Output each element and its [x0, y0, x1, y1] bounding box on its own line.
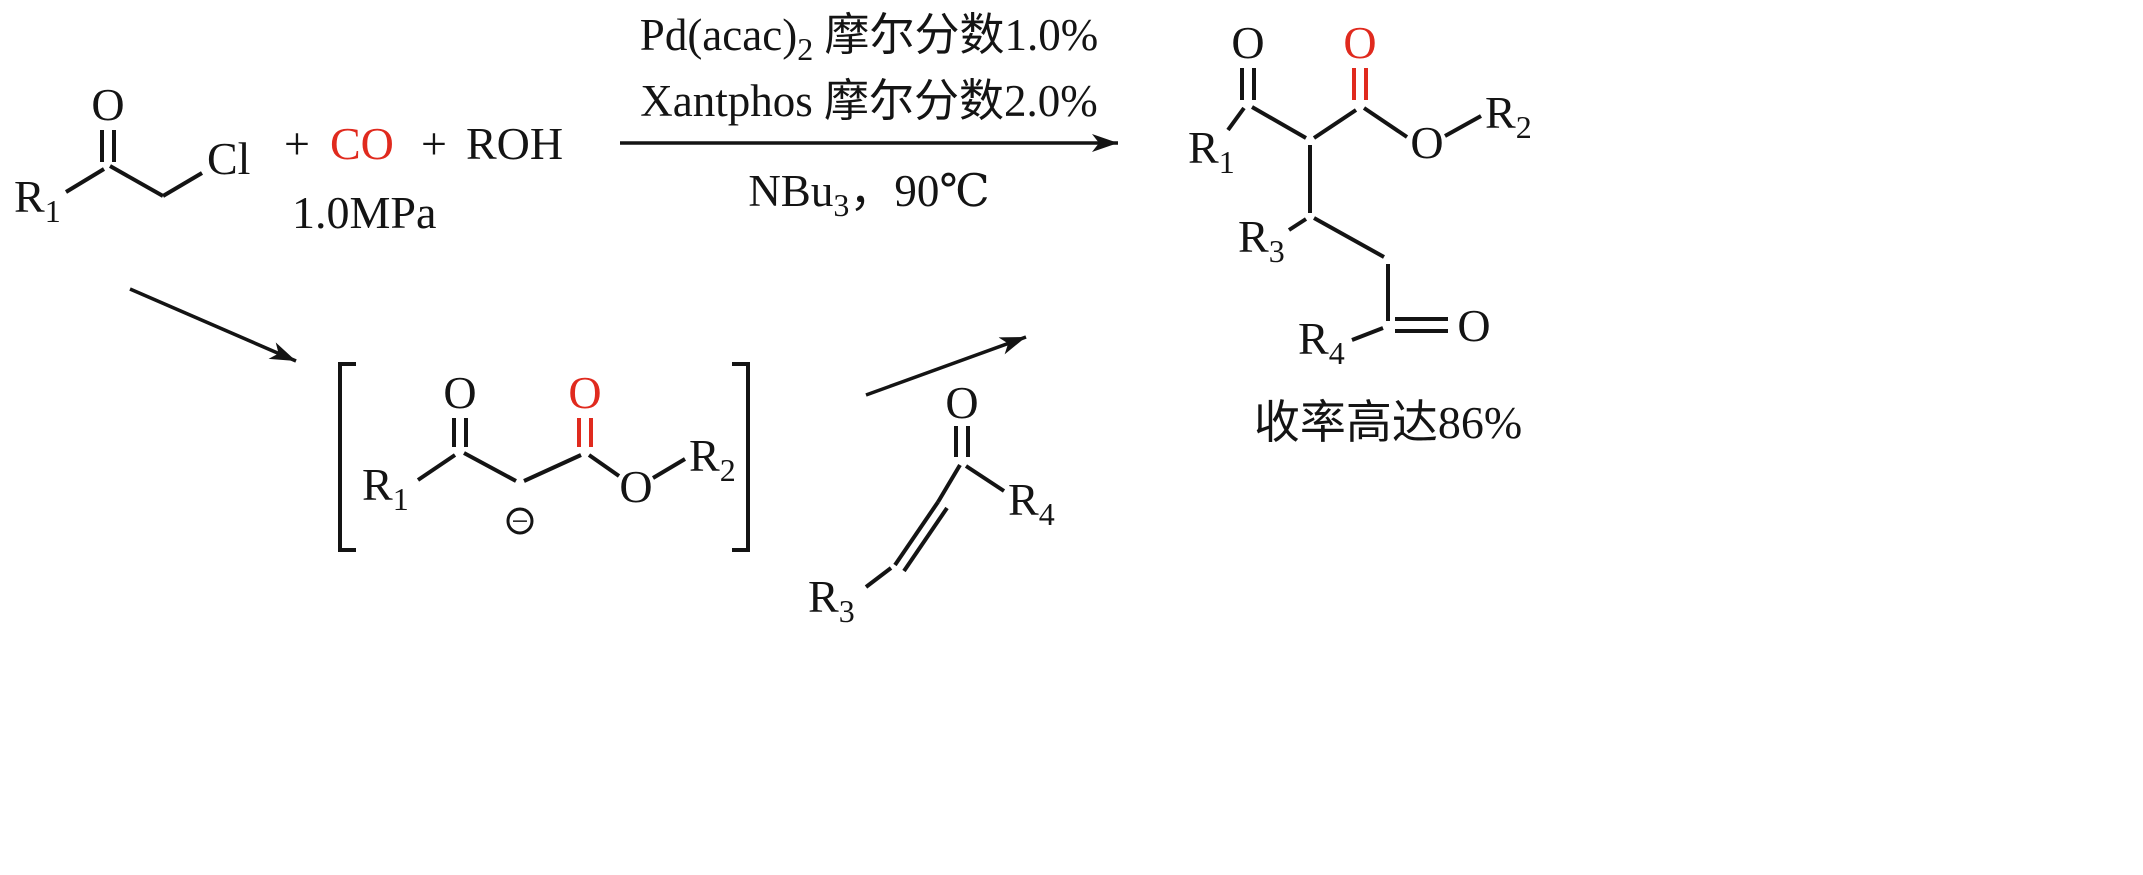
catalyst-subscript: 2 [797, 31, 813, 67]
product-structure: O O R1 O R2 R3 R4 O 收率高达86% [1188, 17, 1532, 448]
arrow-to-intermediate [129, 287, 297, 363]
carbonyl-o-label: O [945, 377, 978, 428]
bond-carbonyl-central [1251, 105, 1307, 140]
r1-base: R [362, 459, 393, 510]
chlorine-label: Cl [207, 133, 250, 184]
r4-label: R4 [1008, 474, 1055, 532]
r3-label: R3 [1238, 211, 1285, 269]
ketone-double-bond [452, 418, 468, 447]
co-label: CO [330, 118, 394, 169]
ester-carbonyl-o-label: O [568, 367, 601, 418]
ketone-double-bond [1240, 68, 1256, 100]
carbonyl-o-label: O [91, 79, 124, 130]
bond-o-r2 [651, 457, 687, 480]
r3-subscript: 3 [839, 593, 855, 629]
intermediate-enolate: − O O O R1 R2 [338, 362, 750, 552]
r3-base: R [808, 571, 839, 622]
right-bracket [732, 362, 750, 552]
bond-ch2-cl [161, 171, 204, 198]
bond-r1-carbonyl [64, 167, 106, 194]
reactant-chloroketone: O Cl R1 [14, 79, 250, 229]
ketone-o-label: O [1231, 17, 1264, 68]
bond-c3-ch2 [1313, 216, 1385, 259]
base-base: NBu [748, 166, 833, 216]
arrow-from-intermediate [865, 335, 1027, 397]
bond-r1-carbonyl [416, 453, 457, 482]
r4-base: R [1298, 313, 1329, 364]
r1-subscript: 1 [1219, 144, 1235, 180]
bond-vinyl-carbonyl [936, 463, 962, 504]
r4-label: R4 [1298, 313, 1345, 371]
bond-carbonyl-r4 [1351, 326, 1384, 342]
base-rest: ，90℃ [849, 166, 989, 216]
bond-carbonyl-r1 [1226, 106, 1246, 132]
r3-base: R [1238, 211, 1269, 262]
ester-carbonyl-double-bond-red [1352, 68, 1368, 100]
plus-sign-1: + [284, 118, 310, 169]
condition-catalyst: Pd(acac)2 摩尔分数1.0% [640, 10, 1098, 67]
enone-acceptor: O R3 R4 [808, 377, 1055, 629]
side-ketone-o-label: O [1457, 300, 1490, 351]
bond-c3-r3 [1287, 217, 1308, 232]
condition-ligand: Xantphos 摩尔分数2.0% [640, 76, 1097, 126]
r1-subscript: 1 [45, 193, 61, 229]
r4-subscript: 4 [1039, 496, 1055, 532]
bond-carbonyl-carbanion [463, 451, 517, 483]
minus-charge-icon [506, 507, 534, 535]
bond-carbanion-ester [523, 453, 582, 483]
carbonyl-double-bond [954, 426, 970, 457]
minus-charge-sign: − [512, 505, 529, 538]
vinyl-double-bond [893, 500, 949, 573]
r1-label: R1 [14, 171, 61, 229]
reaction-conditions: Pd(acac)2 摩尔分数1.0% Xantphos 摩尔分数2.0% NBu… [620, 10, 1118, 223]
catalyst-rest: 摩尔分数1.0% [813, 10, 1098, 60]
bond-r3-vinyl [864, 566, 893, 589]
ester-o-label: O [1410, 117, 1443, 168]
r3-subscript: 3 [1269, 233, 1285, 269]
pressure-label: 1.0MPa [292, 187, 436, 238]
condition-base: NBu3，90℃ [748, 166, 989, 223]
plus-sign-2: + [421, 118, 447, 169]
r1-label: R1 [362, 459, 409, 517]
r2-subscript: 2 [1516, 109, 1532, 145]
r2-base: R [1485, 87, 1516, 138]
r1-base: R [14, 171, 45, 222]
ketone-o-label: O [443, 367, 476, 418]
bond-ester-o [587, 453, 621, 478]
r2-base: R [689, 430, 720, 481]
bond-o-r2 [1444, 114, 1482, 138]
r1-base: R [1188, 122, 1219, 173]
catalyst-base: Pd(acac) [640, 10, 797, 60]
r1-label: R1 [1188, 122, 1235, 180]
r3-label: R3 [808, 571, 855, 629]
roh-label: ROH [466, 118, 563, 169]
r2-label: R2 [1485, 87, 1532, 145]
bond-ester-o [1362, 106, 1409, 139]
ester-carbonyl-o-label: O [1343, 17, 1376, 68]
yield-text: 收率高达86% [1254, 397, 1522, 448]
side-ketone-double-bond [1395, 317, 1448, 333]
r4-subscript: 4 [1329, 335, 1345, 371]
r4-base: R [1008, 474, 1039, 525]
ester-o-label: O [619, 461, 652, 512]
ester-carbonyl-double-bond-red [577, 418, 593, 447]
left-bracket [338, 362, 356, 552]
bond-carbonyl-ch2 [109, 164, 164, 198]
reagents: + CO + ROH 1.0MPa [284, 118, 563, 238]
bond-central-ester [1312, 108, 1358, 140]
bond-carbonyl-r4 [964, 464, 1006, 493]
base-subscript: 3 [833, 187, 849, 223]
r1-subscript: 1 [393, 481, 409, 517]
carbonyl-double-bond [100, 130, 116, 162]
r2-label: R2 [689, 430, 736, 488]
r2-subscript: 2 [720, 452, 736, 488]
